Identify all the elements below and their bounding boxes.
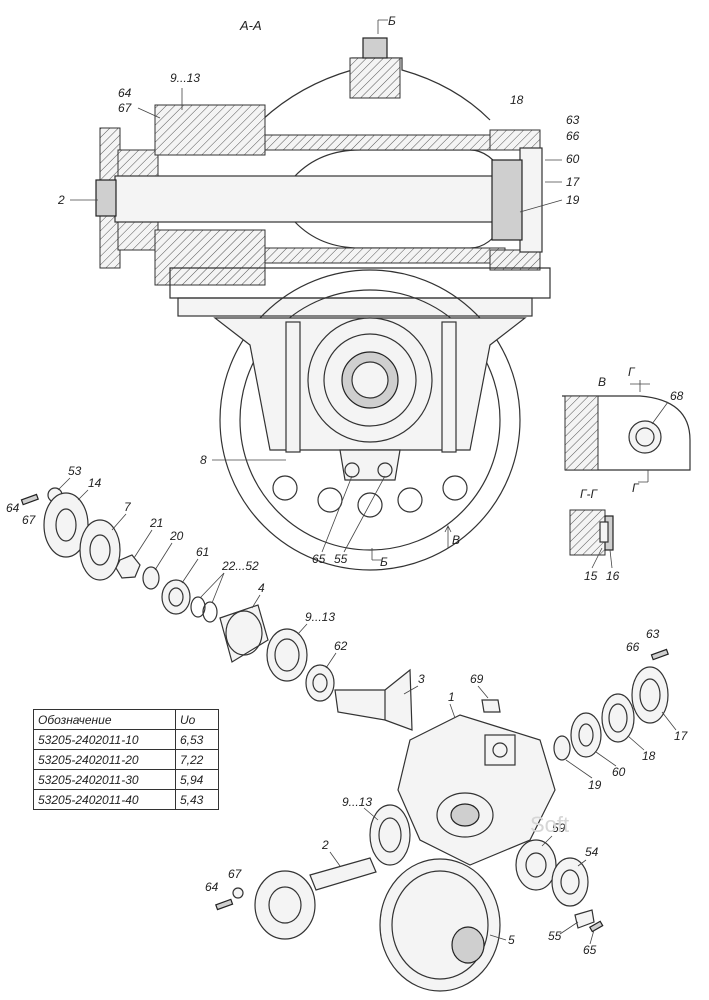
table-cell-code: 53205-2402011-10	[33, 729, 176, 750]
callout-60-top: 60	[566, 152, 580, 166]
callout-18: 18	[510, 93, 524, 107]
table-cell-ratio: 5,43	[175, 789, 219, 810]
table-header-ratio: Uo	[175, 709, 219, 730]
callout-9-13-mid: 9...13	[305, 610, 335, 624]
exploded-differential-parts: 9...13 59 2 54 67 64 5 55 65 Soft	[205, 795, 604, 992]
callout-2-low: 2	[321, 838, 329, 852]
callout-66-right: 66	[626, 640, 640, 654]
callout-9-13-top: 9...13	[170, 71, 200, 85]
table-header-designation: Обозначение	[33, 709, 176, 730]
callout-60-right: 60	[612, 765, 626, 779]
table-row: 53205-2402011-40 5,43	[33, 789, 219, 810]
callout-17-right: 17	[674, 729, 689, 743]
table-cell-code: 53205-2402011-30	[33, 769, 176, 790]
callout-19-right: 19	[588, 778, 602, 792]
callout-7: 7	[124, 500, 132, 514]
callout-63-top: 63	[566, 113, 580, 127]
callout-8: 8	[200, 453, 207, 467]
view-label-v: В	[598, 375, 606, 389]
callout-65-low: 65	[583, 943, 597, 957]
callout-64-top: 64	[118, 86, 132, 100]
callout-20: 20	[169, 529, 184, 543]
callout-68: 68	[670, 389, 684, 403]
callout-4: 4	[258, 581, 265, 595]
callout-69: 69	[470, 672, 484, 686]
callout-21: 21	[149, 516, 163, 530]
callout-67-low: 67	[228, 867, 243, 881]
callout-22-52: 22...52	[221, 559, 259, 573]
callout-54: 54	[585, 845, 599, 859]
cut-label-g: Г	[628, 365, 636, 379]
callout-3: 3	[418, 672, 425, 686]
callout-64-low: 64	[205, 880, 219, 894]
table-row: 53205-2402011-10 6,53	[33, 729, 219, 750]
table-cell-ratio: 5,94	[175, 769, 219, 790]
callout-9-13-low: 9...13	[342, 795, 372, 809]
watermark-text: Soft	[530, 812, 569, 837]
table-cell-ratio: 6,53	[175, 729, 219, 750]
section-label-gg: Г-Г	[580, 487, 599, 501]
callout-67-left: 67	[22, 513, 37, 527]
callout-1: 1	[448, 690, 455, 704]
callout-61: 61	[196, 545, 209, 559]
callout-55-low: 55	[548, 929, 562, 943]
callout-66-top: 66	[566, 129, 580, 143]
exploded-pinion-parts: 53 14 64 67 7 21 20 61 22...52 4 9...13 …	[6, 464, 425, 731]
view-arrow-v: В	[452, 533, 460, 547]
callout-18-right: 18	[642, 749, 656, 763]
callout-53: 53	[68, 464, 82, 478]
callout-15: 15	[584, 569, 598, 583]
section-gg-detail: Г-Г 15 16	[569, 487, 620, 583]
callout-17-top: 17	[566, 175, 581, 189]
callout-19-top: 19	[566, 193, 580, 207]
callout-14: 14	[88, 476, 102, 490]
cut-label-g2: Г	[632, 481, 640, 495]
callout-64-left: 64	[6, 501, 20, 515]
section-label-b-bottom: Б	[380, 555, 388, 569]
section-aa-view: А-А Б 9...13 64 67 2 18 63 66 60 17 19	[57, 14, 581, 317]
table-header-row: Обозначение Uo	[33, 709, 219, 730]
carrier-front-view: 8 65 55 Б В	[200, 269, 527, 571]
callout-62: 62	[334, 639, 348, 653]
table-cell-ratio: 7,22	[175, 749, 219, 770]
callout-65-mid: 65	[312, 552, 326, 566]
table-row: 53205-2402011-30 5,94	[33, 769, 219, 790]
table-cell-code: 53205-2402011-20	[33, 749, 176, 770]
callout-59: 59	[552, 821, 566, 835]
callout-63-right: 63	[646, 627, 660, 641]
callout-5: 5	[508, 933, 515, 947]
callout-2-top: 2	[57, 193, 65, 207]
callout-67-top: 67	[118, 101, 133, 115]
table-cell-code: 53205-2402011-40	[33, 789, 176, 810]
callout-16: 16	[606, 569, 620, 583]
table-row: 53205-2402011-20 7,22	[33, 749, 219, 770]
exploded-housing-parts: 1 69 63 66 19 60 18 17	[397, 627, 689, 866]
view-v-detail: В Г Г 68	[562, 365, 691, 495]
section-label-b-top: Б	[388, 14, 396, 28]
gear-ratio-table: Обозначение Uo 53205-2402011-10 6,53 532…	[33, 709, 219, 810]
section-label-aa: А-А	[239, 18, 262, 33]
callout-55-mid: 55	[334, 552, 348, 566]
